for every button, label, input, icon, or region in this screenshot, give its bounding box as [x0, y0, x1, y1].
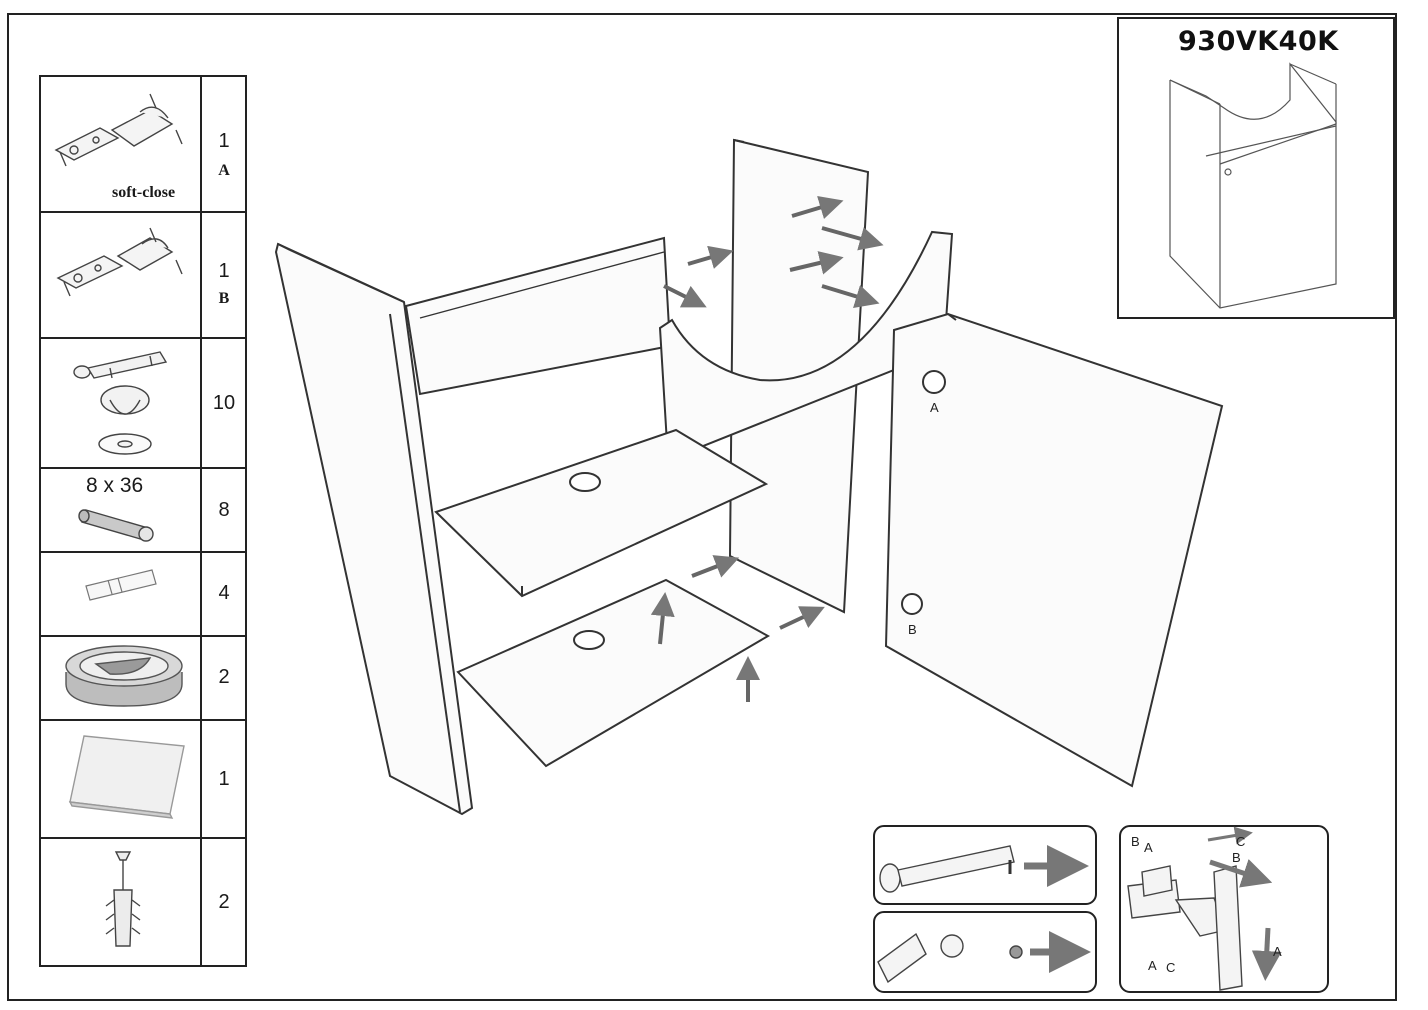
adjust-label: B	[1232, 850, 1241, 865]
wooden-dowel-icon	[78, 509, 154, 542]
hinge-icon	[56, 227, 183, 297]
cam-bolt-detail	[873, 825, 1097, 905]
door-hinge-label-b: B	[908, 622, 917, 637]
cam-lock-detail	[873, 911, 1097, 993]
cam-lock-connector-icon	[73, 351, 168, 455]
adjust-label: A	[1273, 944, 1282, 959]
parts-table	[39, 75, 247, 967]
adjust-label: C	[1166, 960, 1176, 975]
page-border	[7, 13, 1397, 1001]
soft-close-caption: soft-close	[112, 184, 176, 201]
screw-with-wall-plug-icon	[105, 851, 141, 947]
adjust-label: A	[1148, 958, 1157, 973]
adjust-label: B	[1131, 834, 1140, 849]
part-quantity-screw: 2	[218, 891, 230, 913]
part-quantity-hinge-b: 1	[218, 260, 230, 282]
part-quantity-hinge-a: 1	[218, 130, 230, 152]
part-letter-hinge-a: A	[218, 162, 230, 179]
part-quantity-wooden-dowel: 8	[218, 499, 230, 521]
soft-close-hinge-icon	[54, 93, 183, 167]
dowel-size-caption: 8 x 36	[86, 474, 144, 497]
plastic-dowel-icon	[85, 569, 157, 601]
adjust-label: C	[1236, 834, 1246, 849]
assembly-arrows	[650, 195, 884, 702]
part-letter-hinge-b: B	[218, 290, 230, 307]
door-hinge-label-a: A	[930, 400, 939, 415]
cover-cap-icon	[68, 735, 185, 819]
hinge-adjustment-detail	[1119, 825, 1329, 993]
part-quantity-cover-cap: 1	[218, 768, 230, 790]
part-quantity-cam-lock: 10	[212, 392, 236, 414]
assembled-cabinet-preview	[1117, 17, 1395, 319]
adjust-label: A	[1144, 840, 1153, 855]
part-quantity-plastic-dowel: 4	[218, 582, 230, 604]
exploded-cabinet-diagram	[274, 138, 1224, 816]
part-quantity-grommet: 2	[218, 666, 230, 688]
cable-grommet-icon	[65, 645, 183, 707]
model-code: 930VK40K	[1178, 26, 1339, 57]
